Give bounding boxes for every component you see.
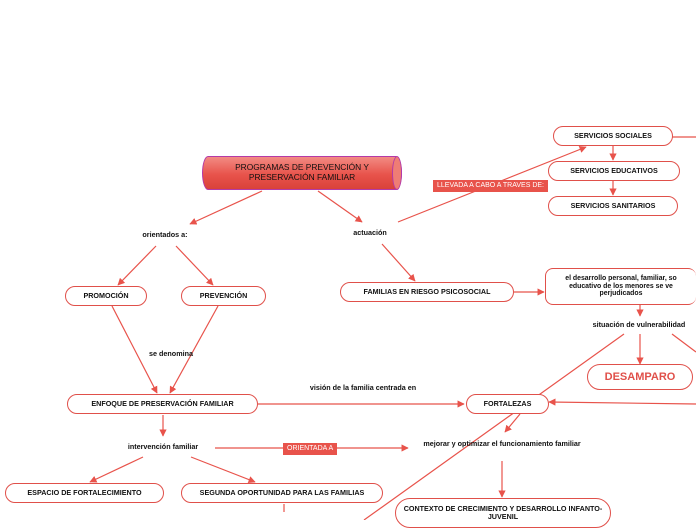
edge-title-orientados (189, 190, 263, 225)
node-promocion[interactable]: PROMOCIÓN (65, 286, 147, 306)
node-espacio[interactable]: ESPACIO DE FORTALECIMIENTO (5, 483, 164, 503)
edge-orientados-prevencion (175, 245, 214, 286)
edge-prevencion-enfoque (169, 305, 219, 394)
tag-llevada: LLEVADA A CABO A TRAVES DE: (433, 180, 548, 192)
node-prevencion[interactable]: PREVENCIÓN (181, 286, 266, 306)
edge-right-fortalezas (548, 398, 696, 406)
edge-actuacion-familias (381, 243, 416, 282)
label-actuacion: actuación (353, 228, 387, 237)
node-enfoque[interactable]: ENFOQUE DE PRESERVACIÓN FAMILIAR (67, 394, 258, 414)
node-contexto[interactable]: CONTEXTO DE CRECIMIENTO Y DESARROLLO INF… (395, 498, 611, 528)
label-situacion: situación de vulnerabilidad (592, 320, 686, 329)
edge-situacion-diagonal (363, 333, 625, 520)
edge-situacion-right (671, 333, 696, 353)
edge-fortalezas-mejorar (504, 413, 521, 433)
label-orientados: orientados a: (142, 230, 188, 239)
node-fortalezas[interactable]: FORTALEZAS (466, 394, 549, 414)
tag-orientada: ORIENTADA A (283, 443, 338, 455)
edge-orientados-promocion (117, 245, 157, 286)
label-se-denomina: se denomina (149, 349, 193, 358)
edge-intervencion-espacio (89, 456, 144, 483)
edge-intervencion-segunda (190, 456, 256, 483)
label-intervencion: intervención familiar (127, 442, 199, 451)
edge-title-actuacion (317, 190, 363, 223)
node-desarrollo[interactable]: el desarrollo personal, familiar, so edu… (545, 268, 696, 305)
label-mejorar: mejorar y optimizar el funcionamiento fa… (423, 439, 581, 448)
title-node[interactable]: PROGRAMAS DE PREVENCIÓN Y PRESERVACIÓN F… (202, 156, 402, 190)
node-familias-riesgo[interactable]: FAMILIAS EN RIESGO PSICOSOCIAL (340, 282, 514, 302)
node-servicios-sociales[interactable]: SERVICIOS SOCIALES (553, 126, 673, 146)
node-servicios-educativos[interactable]: SERVICIOS EDUCATIVOS (548, 161, 680, 181)
title-cylinder-cap (392, 156, 402, 190)
node-segunda[interactable]: SEGUNDA OPORTUNIDAD PARA LAS FAMILIAS (181, 483, 383, 503)
title-text: PROGRAMAS DE PREVENCIÓN Y PRESERVACIÓN F… (235, 162, 369, 182)
node-desamparo[interactable]: DESAMPARO (587, 364, 693, 390)
label-vision: visión de la familia centrada en (309, 383, 417, 392)
node-servicios-sanitarios[interactable]: SERVICIOS SANITARIOS (548, 196, 678, 216)
edge-promocion-enfoque (111, 305, 158, 394)
